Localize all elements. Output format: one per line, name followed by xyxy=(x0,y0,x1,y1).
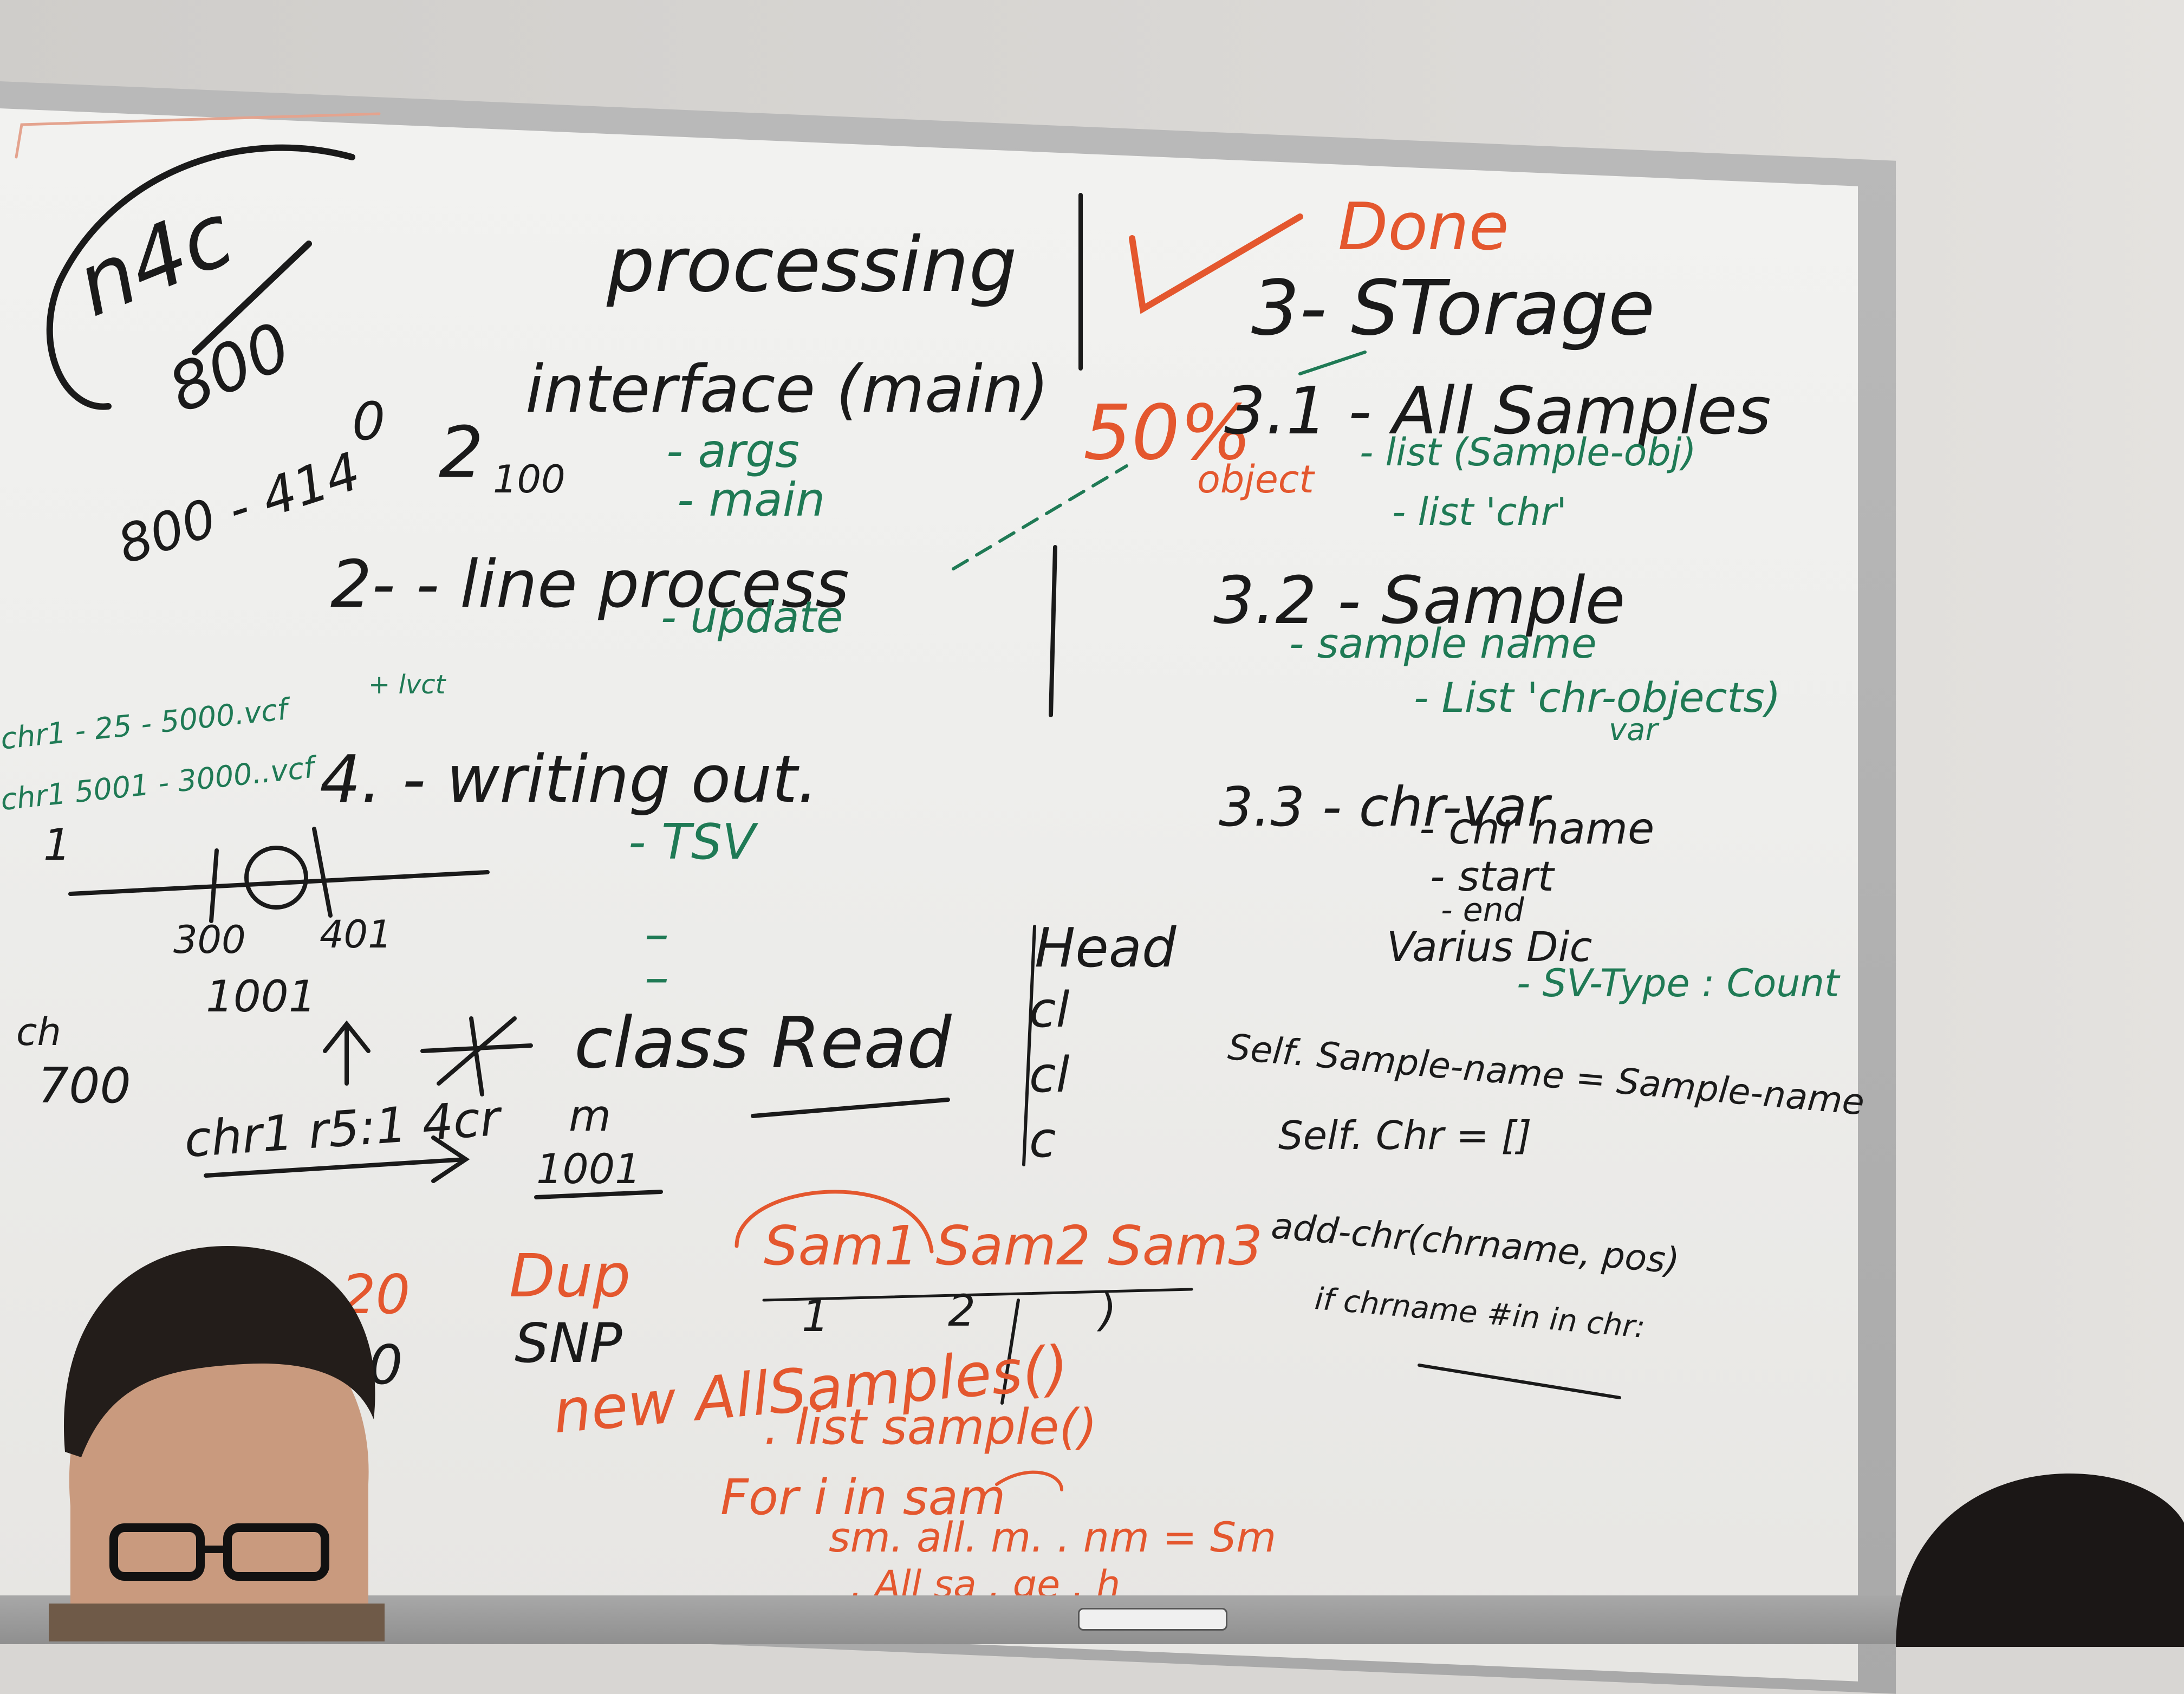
heading-storage: 3- STorage xyxy=(1251,264,1655,353)
item-interface-args: - args xyxy=(666,424,800,478)
item-chr-name: - chr name xyxy=(1419,803,1655,854)
formula-0: 0 xyxy=(352,391,386,452)
marker-pen xyxy=(1078,1608,1227,1631)
item-3-1: 3.1 - All Samples xyxy=(1224,374,1771,449)
label-var: var xyxy=(1609,712,1658,748)
sam-2: 2 xyxy=(948,1286,976,1336)
axis-300: 300 xyxy=(173,918,246,962)
list-sample: . list sample() xyxy=(764,1399,1097,1456)
item-line-update: - update xyxy=(661,592,843,642)
code-self-chr: Self. Chr = [] xyxy=(1278,1113,1532,1158)
item-interface-main: - main xyxy=(677,473,826,527)
m-1001: 1001 xyxy=(536,1145,641,1193)
sam-3: ) xyxy=(1100,1286,1117,1336)
label-dup: Dup xyxy=(509,1241,631,1310)
item-sample-name: - sample name xyxy=(1289,619,1597,667)
sm-line: sm. all. m. . nm = Sm xyxy=(829,1513,1277,1561)
item-dash-1: – xyxy=(645,906,669,963)
item-list-chr-objects: - List 'chr-objects) xyxy=(1414,673,1781,722)
left-700: 700 xyxy=(38,1057,131,1114)
m-label: m xyxy=(569,1091,611,1141)
item-end: - end xyxy=(1441,891,1524,929)
axis-1001: 1001 xyxy=(206,971,316,1022)
label-50-percent: 50% xyxy=(1083,389,1252,477)
label-done: Done xyxy=(1338,190,1509,265)
item-line-process: 2- - line process xyxy=(330,547,849,622)
item-3-3: 3.3 - chr-var xyxy=(1219,775,1550,839)
head-cl-1: cl xyxy=(1029,982,1070,1039)
side-note-1b: + lvct xyxy=(368,670,446,700)
label-snp: SNP xyxy=(515,1312,622,1375)
person-right-head xyxy=(1896,1474,2184,1647)
item-list-sample-obj: - list (Sample-obj) xyxy=(1360,430,1696,475)
item-list-chr: - list 'chr' xyxy=(1392,490,1567,534)
item-interface: interface (main) xyxy=(525,352,1049,427)
item-dash-2: – xyxy=(645,949,669,1006)
head-cl-2: cl xyxy=(1029,1047,1070,1104)
item-3-2: 3.2 - Sample xyxy=(1213,563,1626,639)
class-read: class Read xyxy=(574,1002,952,1084)
item-writing-tsv: - TSV xyxy=(628,814,756,871)
left-ch: ch xyxy=(16,1010,61,1054)
axis-start: 1 xyxy=(43,820,71,870)
head-label: Head xyxy=(1035,916,1176,979)
item-writing-out: 4. - writing out. xyxy=(320,742,818,817)
marker-strokes xyxy=(15,112,1621,1491)
item-start: - start xyxy=(1430,852,1554,900)
title-processing: processing xyxy=(607,221,1017,309)
person-head xyxy=(49,1246,385,1641)
head-c-3: c xyxy=(1029,1112,1056,1169)
axis-401: 401 xyxy=(320,912,392,957)
sam-headers: Sam1 Sam2 Sam3 xyxy=(764,1214,1263,1277)
sam-1: 1 xyxy=(802,1291,829,1341)
for-in-sam: For i in sam xyxy=(720,1469,1006,1526)
item-svtype-count: - SV-Type : Count xyxy=(1517,961,1839,1005)
label-object: object xyxy=(1197,457,1314,502)
formula-2: 2 xyxy=(439,411,484,494)
formula-100: 100 xyxy=(493,457,566,502)
item-dic: Varius Dic xyxy=(1387,923,1592,971)
